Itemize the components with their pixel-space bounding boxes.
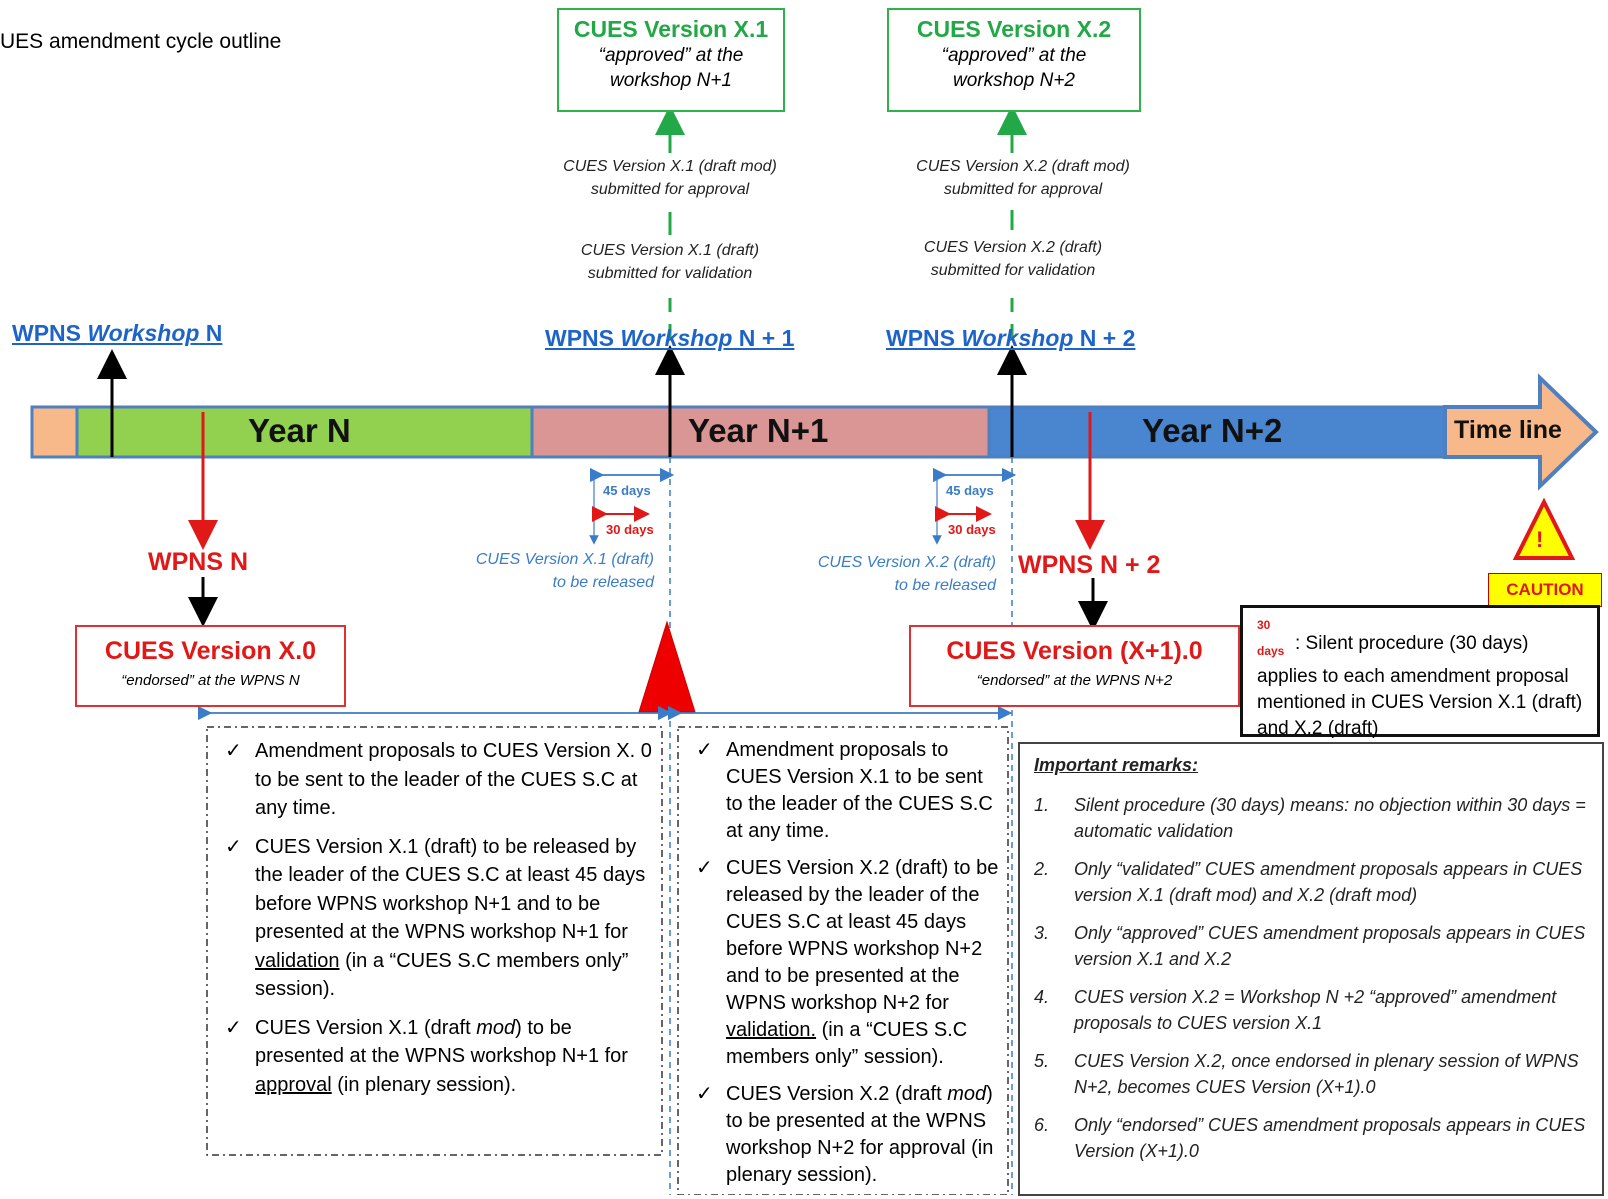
x1-45-days-label: 45 days [603, 483, 651, 498]
x1-approval-step: CUES Version X.1 (draft mod) submitted f… [535, 155, 805, 201]
timeline-label: Time line [1454, 416, 1562, 444]
x1-release-line2: to be released [552, 574, 654, 591]
version-x1-line1: “approved” at the [598, 45, 744, 66]
workshop-n-link[interactable]: WPNS Workshop N [12, 320, 223, 346]
x2-validation-step: CUES Version X.2 (draft) submitted for v… [888, 236, 1138, 282]
left-list: ✓Amendment proposals to CUES Version X. … [215, 737, 655, 1109]
timeline-arrowhead [1443, 373, 1599, 491]
x1-approval-line1: CUES Version X.1 (draft mod) [563, 158, 777, 175]
x1-release-label: CUES Version X.1 (draft) to be released [432, 548, 654, 594]
workshop-n1-link[interactable]: WPNS Workshop N + 1 [545, 325, 795, 351]
right-list: ✓Amendment proposals to CUES Version X.1… [686, 737, 1002, 1199]
remark-item: 5.CUES Version X.2, once endorsed in ple… [1034, 1051, 1579, 1097]
right-list-item-3: ✓CUES Version X.2 (draft mod) to be pres… [696, 1083, 994, 1186]
x1-30-days-label: 30 days [606, 522, 654, 537]
version-x10-title: CUES Version (X+1).0 [946, 637, 1203, 665]
x1-release-line1: CUES Version X.1 (draft) [475, 551, 654, 568]
x2-approval-line2: submitted for approval [943, 181, 1103, 198]
caution-label: CAUTION [1488, 573, 1602, 607]
caution-mark: ! [1536, 527, 1544, 552]
left-list-item-3: ✓CUES Version X.1 (draft mod) to be pres… [215, 1014, 655, 1100]
version-x10-box: CUES Version (X+1).0 “endorsed” at the W… [909, 625, 1240, 707]
left-list-item-1: ✓Amendment proposals to CUES Version X. … [215, 737, 655, 823]
timeline-year-n1-segment [530, 405, 991, 459]
version-x2-title: CUES Version X.2 [916, 16, 1112, 42]
check-icon: ✓ [696, 1083, 713, 1105]
version-x1-title: CUES Version X.1 [573, 16, 769, 42]
year-n-label: Year N [248, 412, 351, 449]
remark-item: 1.Silent procedure (30 days) means: no o… [1034, 795, 1586, 841]
note-text: : Silent procedure (30 days) applies to … [1257, 633, 1583, 739]
wpns-n-label: WPNS N [148, 548, 248, 576]
x2-45-days-label: 45 days [946, 483, 994, 498]
timeline-year-n-segment [75, 405, 534, 459]
version-x1-line2: workshop N+1 [610, 70, 732, 91]
x1-approval-line2: submitted for approval [590, 181, 750, 198]
remark-item: 2.Only “validated” CUES amendment propos… [1034, 859, 1583, 905]
version-x0-sub: “endorsed” at the WPNS N [121, 672, 300, 689]
right-list-frame [677, 726, 1009, 1195]
version-x10-sub: “endorsed” at the WPNS N+2 [976, 672, 1173, 689]
right-list-item-1: ✓Amendment proposals to CUES Version X.1… [696, 739, 993, 842]
version-x0-box: CUES Version X.0 “endorsed” at the WPNS … [75, 625, 346, 707]
red-triangle-icon [638, 620, 696, 713]
timeline-bar [30, 373, 1599, 491]
x2-approval-line1: CUES Version X.2 (draft mod) [916, 158, 1130, 175]
year-n2-label: Year N+2 [1142, 412, 1283, 449]
year-n1-label: Year N+1 [688, 412, 829, 449]
x2-release-label: CUES Version X.2 (draft) to be released [774, 551, 996, 597]
x2-approval-step: CUES Version X.2 (draft mod) submitted f… [888, 155, 1158, 201]
version-x2-box: CUES Version X.2 “approved” at the works… [887, 8, 1141, 112]
version-x2-line1: “approved” at the [941, 45, 1087, 66]
x2-validation-line1: CUES Version X.2 (draft) [923, 239, 1103, 256]
x1-validation-line2: submitted for validation [587, 265, 753, 282]
version-x1-box: CUES Version X.1 “approved” at the works… [557, 8, 785, 112]
remark-item: 3.Only “approved” CUES amendment proposa… [1034, 923, 1586, 969]
note-30-days-label: 30 days [1257, 618, 1285, 658]
x1-validation-line1: CUES Version X.1 (draft) [580, 242, 760, 259]
x1-validation-step: CUES Version X.1 (draft) submitted for v… [545, 239, 795, 285]
check-icon: ✓ [225, 1016, 242, 1039]
check-icon: ✓ [696, 857, 713, 879]
left-list-item-2: ✓ CUES Version X.1 (draft) to be release… [215, 833, 655, 1004]
right-list-item-2: ✓ CUES Version X.2 (draft) to be release… [696, 857, 999, 1068]
check-icon: ✓ [225, 740, 242, 762]
remark-item: 6.Only “endorsed” CUES amendment proposa… [1034, 1115, 1586, 1161]
check-icon: ✓ [225, 835, 242, 858]
important-remarks-box: Important remarks: 1.Silent procedure (3… [1018, 742, 1604, 1196]
remarks-heading: Important remarks: [1034, 755, 1199, 775]
check-icon: ✓ [696, 739, 713, 761]
remark-item: 4.CUES version X.2 = Workshop N +2 “appr… [1034, 987, 1557, 1033]
x2-validation-line2: submitted for validation [930, 262, 1096, 279]
x2-30-days-label: 30 days [948, 522, 996, 537]
caution-triangle-icon [1512, 497, 1576, 560]
x2-release-line1: CUES Version X.2 (draft) [817, 554, 996, 571]
silent-procedure-note: 30 days: Silent procedure (30 days) appl… [1240, 605, 1600, 739]
version-x0-title: CUES Version X.0 [104, 637, 317, 665]
wpns-n2-label: WPNS N + 2 [1018, 551, 1161, 579]
left-list-frame [206, 726, 663, 1156]
page-title: UES amendment cycle outline [0, 30, 282, 53]
timeline-pre-segment [30, 405, 79, 459]
version-x2-line2: workshop N+2 [953, 70, 1075, 91]
workshop-n2-link[interactable]: WPNS Workshop N + 2 [886, 325, 1136, 351]
x2-release-line2: to be released [894, 577, 996, 594]
